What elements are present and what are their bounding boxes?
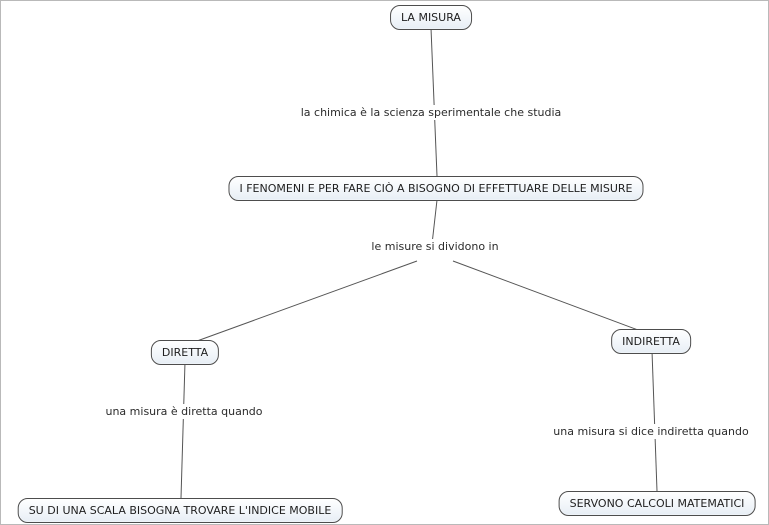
node-la-misura[interactable]: LA MISURA <box>390 5 472 30</box>
node-calcoli[interactable]: SERVONO CALCOLI MATEMATICI <box>558 491 756 516</box>
node-indiretta[interactable]: INDIRETTA <box>611 329 691 354</box>
linking-phrase-indiretta-quando[interactable]: una misura si dice indiretta quando <box>550 424 752 439</box>
edge-lamisura-fenomeni <box>430 27 438 177</box>
edge-split-indiretta <box>452 260 639 331</box>
edge-indiretta-calcoli <box>651 350 658 492</box>
edge-diretta-scala <box>180 361 186 499</box>
node-scala[interactable]: SU DI UNA SCALA BISOGNA TROVARE L'INDICE… <box>17 498 343 523</box>
node-diretta[interactable]: DIRETTA <box>150 340 220 365</box>
linking-phrase-dividono[interactable]: le misure si dividono in <box>368 239 502 254</box>
linking-phrase-chimica[interactable]: la chimica è la scienza sperimentale che… <box>297 105 565 120</box>
edge-split-diretta <box>196 260 418 342</box>
linking-phrase-diretta-quando[interactable]: una misura è diretta quando <box>102 404 266 419</box>
node-fenomeni[interactable]: I FENOMENI E PER FARE CIÒ A BISOGNO DI E… <box>228 176 644 201</box>
